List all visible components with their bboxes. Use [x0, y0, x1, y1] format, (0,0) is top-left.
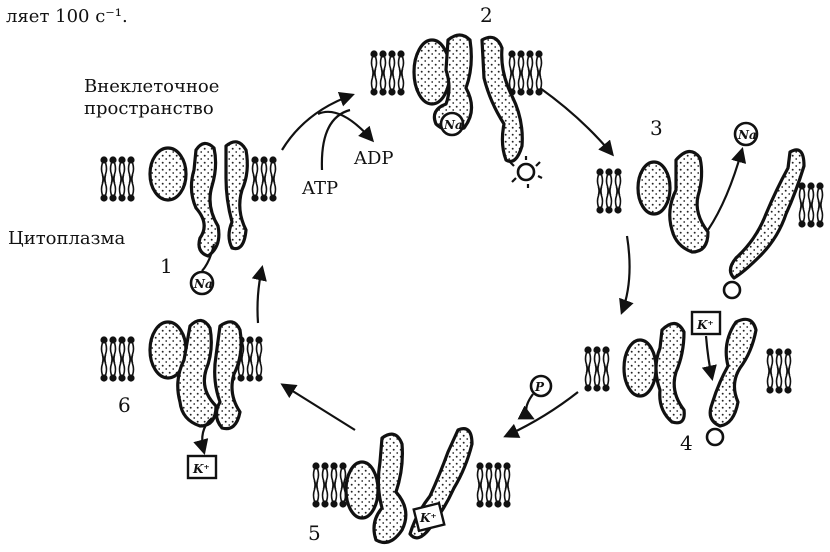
phosphate-icon-3: [724, 282, 740, 298]
atp-arc: [322, 110, 350, 170]
stage-4-pump: K⁺ 4: [584, 312, 791, 455]
na-ion-1-label: Na: [193, 277, 213, 291]
stage-5-pump: K⁺ P 5: [308, 376, 551, 545]
membrane-lipids-3-left: [596, 168, 621, 213]
k-ion-5-label: K⁺: [419, 511, 437, 525]
stage-number-3: 3: [650, 116, 663, 140]
stage-2-pump: Na 2: [370, 3, 542, 188]
extracellular-label-line1: Внеклеточное: [84, 76, 219, 97]
phosphate-icon-2: [518, 164, 534, 180]
arrow-3-to-4: [622, 236, 630, 312]
membrane-lipids-6-left: [100, 336, 134, 381]
cytoplasm-label: Цитоплазма: [8, 228, 125, 249]
na-release-arrow-3: [708, 150, 742, 230]
membrane-lipids-5-left: [312, 462, 346, 507]
stage-1-pump: Na 1: [100, 142, 276, 294]
header-text-fragment: ляет 100 с⁻¹.: [6, 6, 128, 27]
stage-number-1: 1: [160, 254, 173, 278]
arrow-1-to-2: [282, 95, 352, 150]
arrow-4-to-5: [506, 392, 578, 436]
extracellular-label-line2: пространство: [84, 98, 214, 119]
adp-label: ADP: [353, 148, 394, 169]
membrane-lipids-2-left: [370, 50, 404, 95]
phosphate-release-arrow-5: [526, 394, 533, 418]
stage-6-pump: K⁺ 6: [100, 320, 262, 478]
stage-number-2: 2: [480, 3, 493, 27]
membrane-lipids-4-right: [766, 348, 791, 393]
alpha-subunit-6-right: [215, 322, 241, 429]
alpha-subunit-4-left: [656, 323, 684, 422]
cycle-arrows: [258, 88, 630, 436]
phosphate-label-5: P: [534, 380, 545, 394]
membrane-lipids-5-right: [476, 462, 510, 507]
alpha-subunit-5-left: [374, 434, 406, 542]
arrow-6-to-1: [258, 268, 263, 323]
arrow-5-to-6: [283, 385, 355, 430]
stage-number-4: 4: [680, 431, 693, 455]
alpha-subunit-1-right: [226, 142, 247, 249]
stage-number-6: 6: [118, 393, 131, 417]
beta-subunit-1: [150, 148, 186, 200]
alpha-subunit-2-right: [482, 37, 522, 161]
membrane-lipids-2-right: [508, 50, 542, 95]
membrane-lipids-3-right: [798, 182, 823, 227]
alpha-subunit-1-left: [191, 143, 218, 256]
na-ion-2-label: Na: [443, 118, 463, 132]
phosphate-icon-4: [707, 429, 723, 445]
k-ion-6-label: K⁺: [192, 462, 210, 476]
alpha-subunit-4-right: [710, 319, 756, 426]
beta-subunit-4: [624, 340, 656, 396]
arrow-2-to-3: [540, 88, 612, 154]
beta-subunit-5: [346, 462, 378, 518]
membrane-lipids-4-left: [584, 346, 609, 391]
beta-subunit-3: [638, 162, 670, 214]
stage-number-5: 5: [308, 521, 321, 545]
k-ion-4-label: K⁺: [696, 318, 714, 332]
atp-label: ATP: [301, 178, 338, 199]
na-ion-3-label: Na: [737, 128, 757, 142]
membrane-lipids-1-right: [251, 156, 276, 201]
k-entry-arrow-4: [706, 336, 712, 378]
alpha-subunit-3-right: [730, 150, 804, 278]
beta-subunit-2: [414, 40, 450, 104]
membrane-lipids-1-left: [100, 156, 134, 201]
alpha-subunit-3-left: [670, 151, 708, 252]
